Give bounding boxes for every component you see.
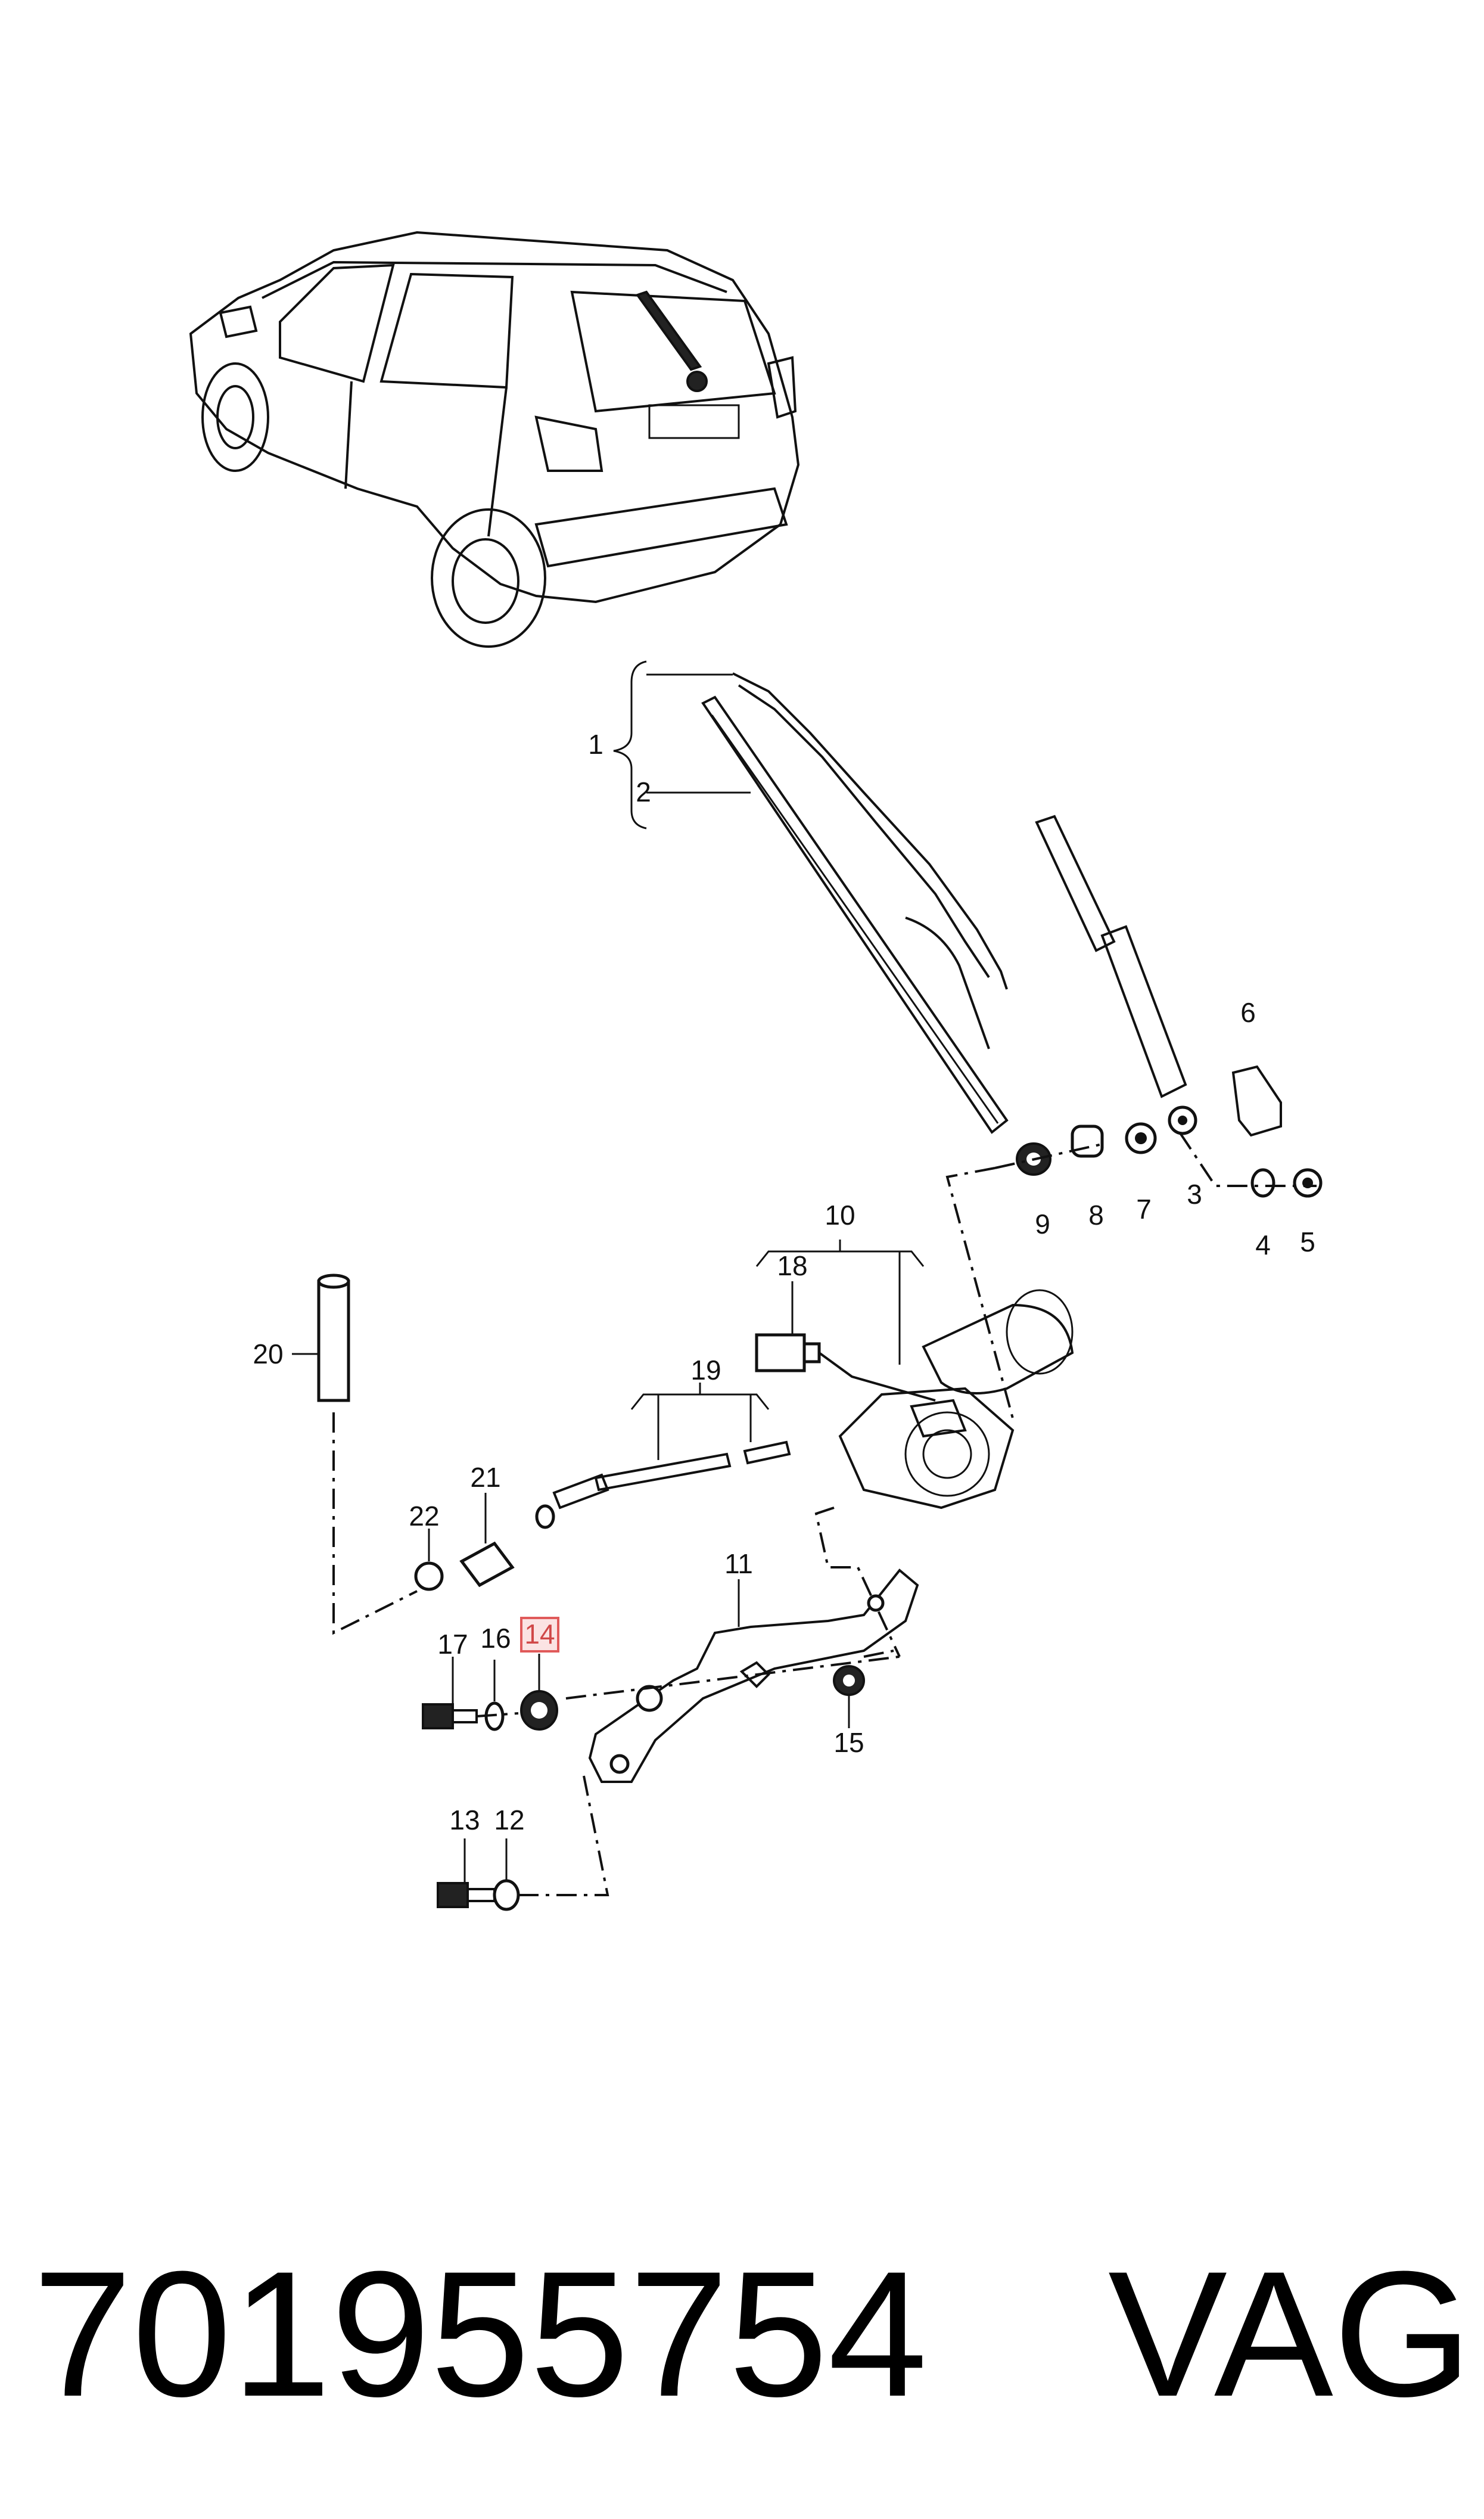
callout-14-highlight bbox=[520, 1617, 559, 1653]
callout-labels: 1 2 3 4 5 6 7 8 9 10 11 12 13 14 15 16 1… bbox=[253, 729, 1315, 1835]
callout-21: 21 bbox=[470, 1462, 500, 1493]
callout-13: 13 bbox=[449, 1804, 480, 1835]
callout-3: 3 bbox=[1187, 1179, 1202, 1210]
callout-8: 8 bbox=[1088, 1200, 1104, 1231]
callout-7: 7 bbox=[1136, 1194, 1152, 1225]
callout-11: 11 bbox=[724, 1548, 753, 1579]
callout-9: 9 bbox=[1035, 1209, 1050, 1240]
mounting-hardware bbox=[292, 1274, 609, 1911]
wiper-blade-assembly bbox=[613, 660, 1323, 1419]
callout-10: 10 bbox=[825, 1200, 855, 1231]
car-illustration bbox=[189, 231, 800, 648]
callout-16: 16 bbox=[480, 1623, 511, 1654]
callout-4: 4 bbox=[1255, 1229, 1271, 1260]
callout-5: 5 bbox=[1300, 1226, 1315, 1257]
callout-17: 17 bbox=[437, 1629, 468, 1660]
callout-2: 2 bbox=[636, 776, 651, 807]
callout-20: 20 bbox=[253, 1338, 283, 1369]
callout-18: 18 bbox=[777, 1250, 807, 1281]
brand-name: VAG bbox=[1108, 2234, 1472, 2434]
callout-14: 14 bbox=[524, 1619, 555, 1650]
callout-15: 15 bbox=[833, 1727, 864, 1758]
callout-19: 19 bbox=[690, 1355, 721, 1386]
callout-6: 6 bbox=[1240, 997, 1256, 1028]
callout-22: 22 bbox=[409, 1501, 439, 1532]
wiper-motor-assembly bbox=[535, 1240, 1074, 1783]
callout-1: 1 bbox=[588, 729, 603, 760]
callout-12: 12 bbox=[494, 1804, 524, 1835]
part-number: 701955754 bbox=[33, 2234, 928, 2434]
